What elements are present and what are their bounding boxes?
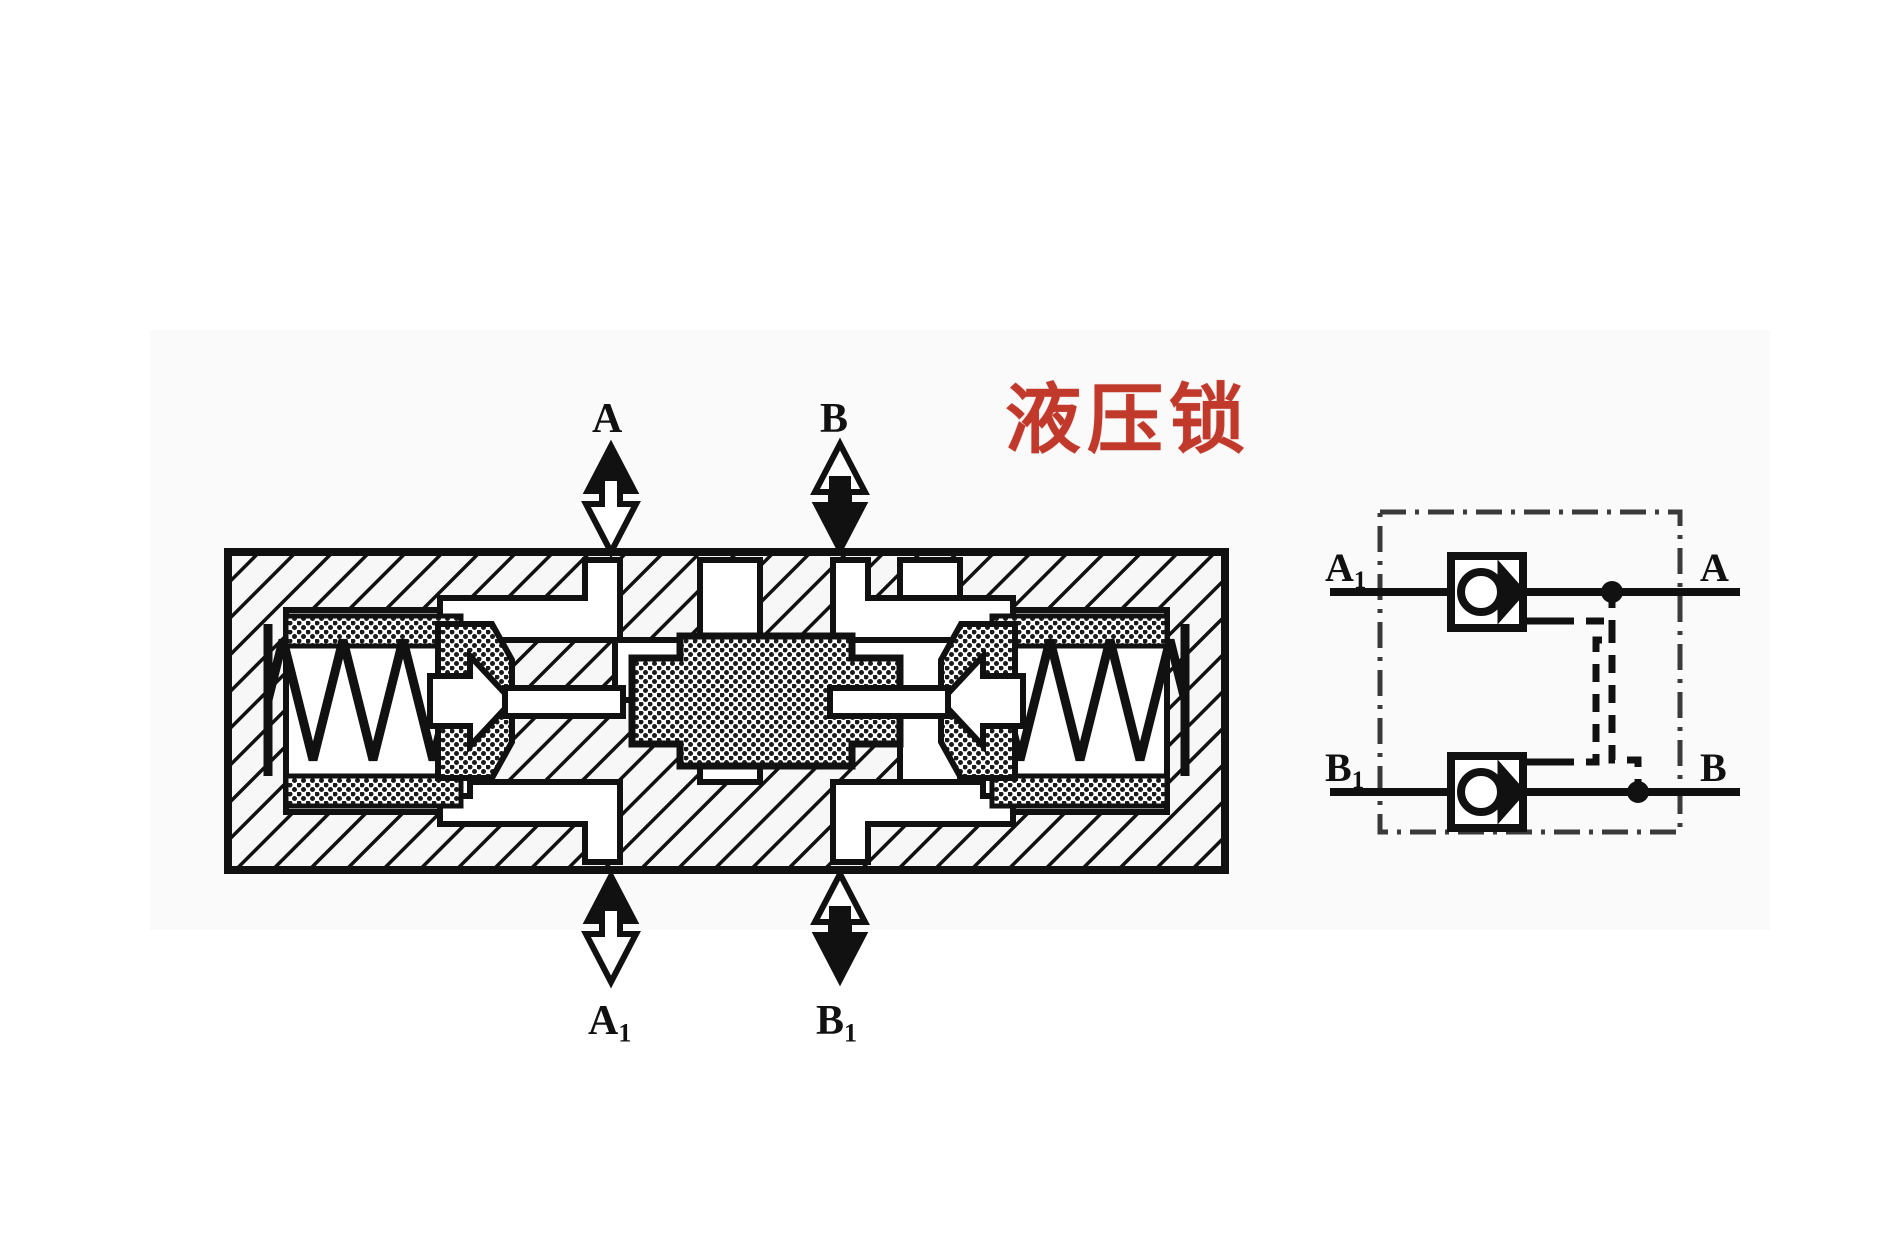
right-pushrod-shaft [827, 685, 951, 719]
junction-dot-B [1627, 781, 1649, 803]
junction-dot-A [1601, 581, 1623, 603]
figure-title-chinese: 液压锁 [1005, 375, 1251, 464]
right-check-valve-spring [1000, 638, 1190, 762]
port-label-A: A [592, 396, 623, 442]
arrow-down-solid [811, 906, 869, 987]
left-valve-guide-upper [283, 613, 464, 649]
valve-body-outline [224, 548, 1229, 874]
left-check-valve-spring [263, 638, 453, 762]
left-valve-guide-lower [283, 773, 464, 809]
pilot-line-A-to-B-valve [1556, 592, 1616, 766]
schematic-label-A: A [1700, 545, 1729, 590]
check-ball-icon [1457, 768, 1505, 816]
left-pushrod-shaft [502, 685, 626, 719]
control-piston [628, 632, 904, 770]
internal-cavities [263, 557, 1190, 865]
right-valve-guide-upper [989, 613, 1170, 649]
schematic-label-A1: A1 [1325, 545, 1367, 594]
right-valve-guide-lower [989, 773, 1170, 809]
check-seat-icon [1497, 559, 1527, 625]
left-lower-duct [437, 779, 623, 865]
enclosure-dash-dot-box [1377, 509, 1683, 835]
port-arrow-B1 [810, 867, 870, 987]
left-pushrod [427, 648, 517, 754]
port-arrow-A1 [581, 869, 641, 989]
pilot-operated-check-valve-A [1447, 552, 1527, 632]
port-arrow-B [810, 437, 870, 557]
right-lower-duct [830, 779, 1016, 865]
check-seat-icon [1497, 759, 1527, 825]
schematic-label-B1: B1 [1325, 745, 1365, 794]
schematic-symbol [1330, 509, 1740, 835]
port-arrow-A [581, 439, 641, 559]
port-label-A1: A1 [588, 998, 632, 1048]
arrow-down-solid [811, 476, 869, 557]
right-pushrod [936, 648, 1026, 754]
arrow-down-hollow [581, 475, 641, 559]
port-label-B: B [820, 396, 849, 442]
pilot-line-B-to-A-valve [1556, 617, 1642, 792]
pilot-operated-check-valve-B [1447, 752, 1527, 832]
check-ball-icon [1457, 568, 1505, 616]
arrow-down-hollow [581, 905, 641, 989]
port-label-B1: B1 [816, 998, 858, 1048]
schematic-label-B: B [1700, 745, 1727, 790]
